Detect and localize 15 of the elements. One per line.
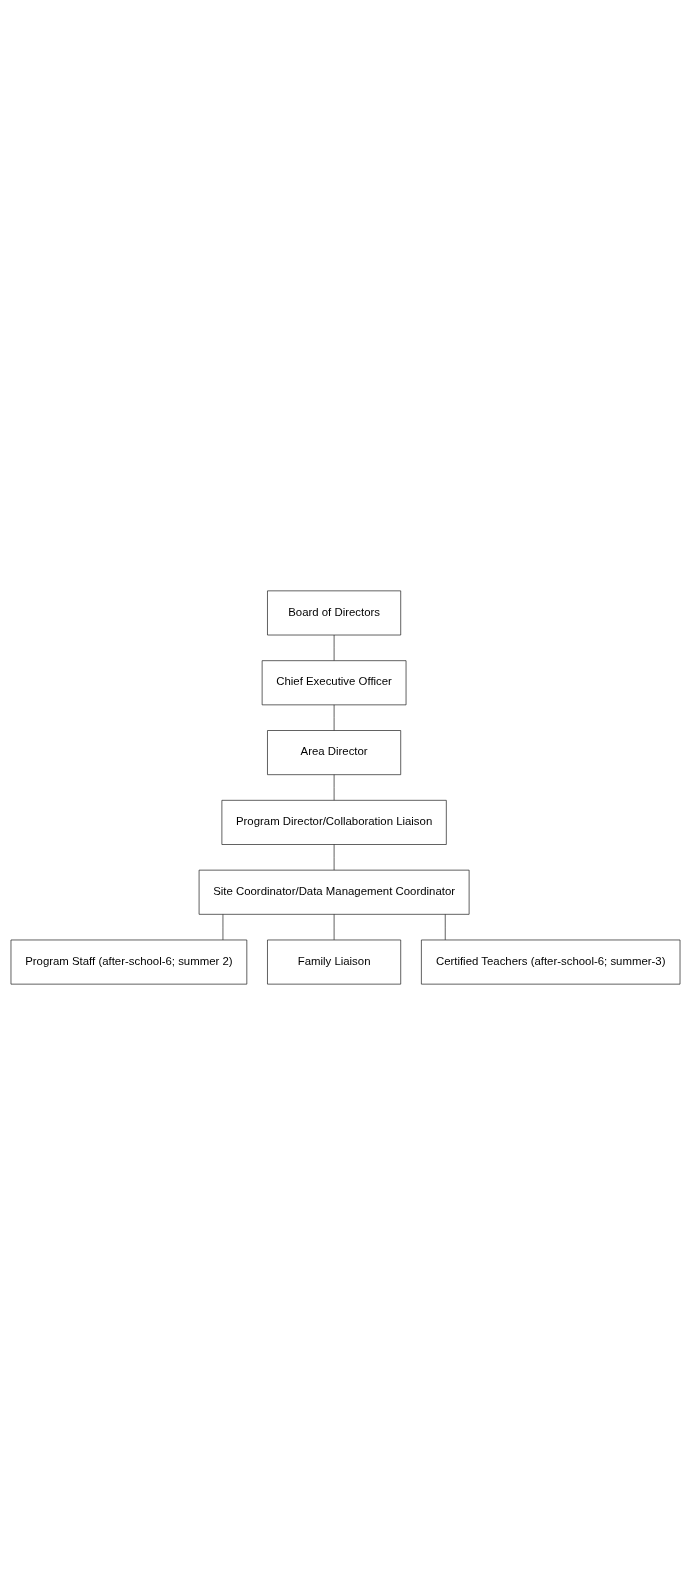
node-box: Family Liaison (267, 939, 402, 985)
connector (333, 704, 335, 731)
connector (222, 913, 224, 941)
node-box: Program Director/Collaboration Liaison (221, 799, 447, 845)
node-box: Program Staff (after-school-6; summer 2) (10, 939, 248, 985)
node-box: Chief Executive Officer (261, 660, 407, 706)
connector (333, 913, 335, 941)
connector (333, 844, 335, 871)
node-box: Board of Directors (267, 590, 402, 636)
node-box: Site Coordinator/Data Management Coordinator (198, 869, 470, 915)
connector (333, 774, 335, 801)
connector (444, 913, 446, 941)
node-box: Area Director (267, 730, 402, 776)
connector (333, 634, 335, 661)
node-box: Certified Teachers (after-school-6; summer-3) (421, 939, 681, 985)
